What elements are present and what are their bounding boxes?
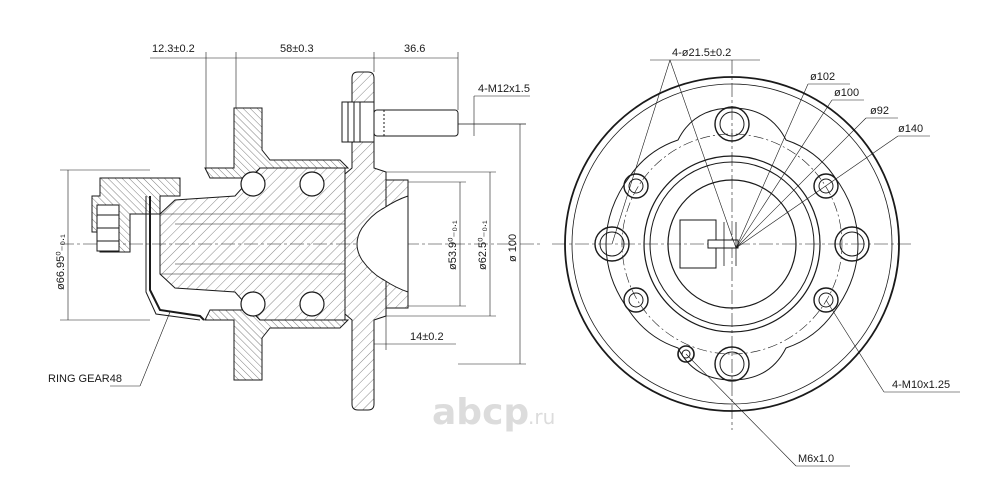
dim-d66: ø66.95⁰₋₀.₁ — [55, 234, 67, 290]
m6-hole — [677, 345, 695, 363]
outer-race-upper — [204, 107, 350, 179]
dim-d102: ø102 — [810, 71, 835, 83]
hub-ring-inner — [667, 179, 797, 309]
bolt-circle — [621, 133, 843, 355]
flange-outer-circle — [564, 76, 900, 412]
dim-d53: ø53.9⁰₋₀.₁ — [447, 220, 459, 270]
hub-ring-outer — [643, 155, 821, 333]
dim-14: 14±0.2 — [410, 331, 444, 343]
dim-d92: ø92 — [870, 105, 889, 117]
dim-d62: ø62.5⁰₋₀.₁ — [477, 220, 489, 270]
dim-58: 58±0.3 — [280, 43, 314, 55]
ring-gear-label: RING GEAR48 — [48, 373, 122, 385]
stud-hole-tl — [623, 173, 649, 199]
side-section-view — [60, 52, 540, 411]
front-view — [552, 59, 960, 467]
ball-lower-left — [240, 291, 266, 317]
ball-upper-right — [299, 171, 325, 197]
hole-bottom — [714, 346, 750, 382]
hole-right — [834, 226, 870, 262]
stud-hole-br — [813, 287, 839, 313]
wheel-stud — [341, 101, 459, 143]
abcp-logo: abcp .ru — [432, 392, 555, 433]
hole-left — [594, 226, 630, 262]
outer-race-lower — [204, 309, 350, 381]
dim-d100: ø 100 — [507, 234, 519, 262]
dim-d100-front: ø100 — [834, 87, 859, 99]
hub-bore — [356, 195, 409, 293]
center-slot — [679, 219, 717, 269]
dim-36-6: 36.6 — [404, 43, 425, 55]
dim-m10: 4-M10x1.25 — [892, 379, 950, 391]
ball-upper-left — [240, 171, 266, 197]
ball-lower-right — [299, 291, 325, 317]
hole-top — [714, 106, 750, 142]
dim-m6: M6x1.0 — [798, 453, 834, 465]
logo-text: abcp — [432, 392, 529, 433]
dim-12-3: 12.3±0.2 — [152, 43, 195, 55]
dim-m12: 4-M12x1.5 — [478, 83, 530, 95]
stud-hole-tr — [813, 173, 839, 199]
stud-hole-bl — [623, 287, 649, 313]
dim-holes: 4-ø21.5±0.2 — [672, 47, 731, 59]
logo-suffix: .ru — [528, 405, 555, 429]
dust-cap — [149, 196, 205, 321]
dim-d140: ø140 — [898, 123, 923, 135]
